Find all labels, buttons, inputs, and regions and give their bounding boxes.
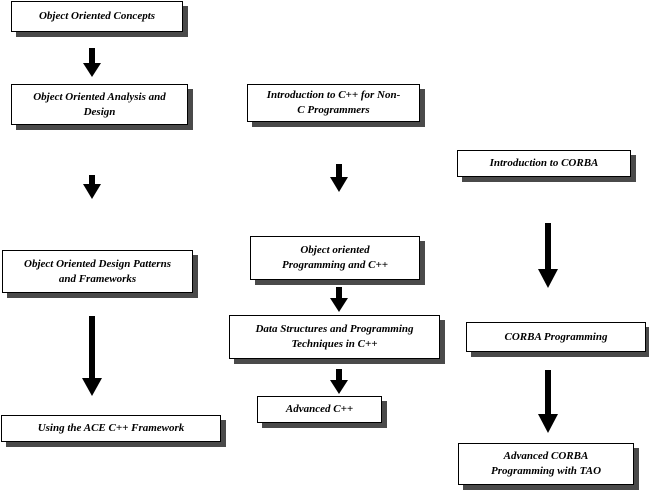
arrow-intro-cpp-to-oop [330,164,348,192]
arrow-corba-programming-to-advanced-corba [538,370,558,433]
arrow-concepts-to-ooad [83,48,101,77]
box-object-oriented-concepts: Object Oriented Concepts [11,1,183,32]
box-advanced-corba-tao: Advanced CORBA Programming with TAO [458,443,634,485]
box-corba-programming: CORBA Programming [466,322,646,352]
box-oo-design-patterns: Object Oriented Design Patterns and Fram… [2,250,193,293]
box-advanced-cpp: Advanced C++ [257,396,382,423]
box-ace-framework: Using the ACE C++ Framework [1,415,221,442]
arrow-patterns-to-ace [82,316,102,396]
box-data-structures: Data Structures and Programming Techniqu… [229,315,440,359]
arrow-data-structures-to-advanced-cpp [330,369,348,394]
arrow-ooad-to-patterns [83,175,101,199]
arrow-intro-corba-to-corba-programming [538,223,558,288]
box-object-oriented-analysis-design: Object Oriented Analysis and Design [11,84,188,125]
box-intro-corba: Introduction to CORBA [457,150,631,177]
box-oop-cpp: Object oriented Programming and C++ [250,236,420,280]
box-intro-cpp-non-c: Introduction to C++ for Non- C Programme… [247,84,420,122]
arrow-oop-to-data-structures [330,287,348,312]
